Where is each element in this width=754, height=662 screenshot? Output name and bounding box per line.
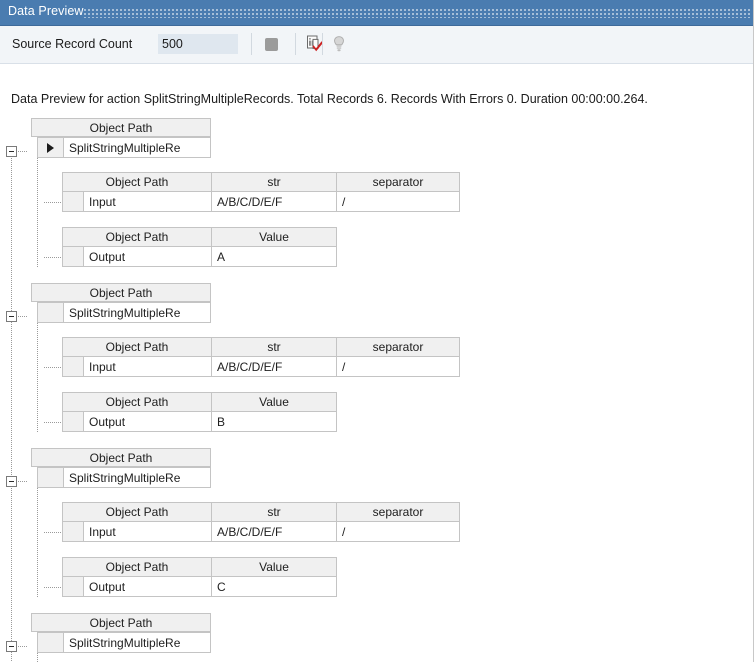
input-header-separator: separator	[336, 337, 460, 357]
stop-square-icon	[264, 37, 278, 51]
hint-button[interactable]	[326, 32, 352, 56]
validate-button[interactable]	[302, 32, 328, 56]
group-node-label[interactable]: SplitStringMultipleRe	[63, 302, 211, 323]
input-row-label: Input	[83, 191, 212, 212]
input-separator-value: /	[336, 356, 460, 377]
lightbulb-icon	[333, 36, 345, 52]
row-current-marker[interactable]	[37, 137, 64, 158]
tree-trunk-line	[11, 152, 12, 662]
input-str-value: A/B/C/D/E/F	[211, 521, 337, 542]
input-header-str: str	[211, 502, 337, 522]
tree-branch-line	[37, 488, 38, 598]
row-gutter[interactable]	[62, 246, 84, 267]
group-header-object-path: Object Path	[31, 283, 211, 302]
row-gutter[interactable]	[62, 576, 84, 597]
input-header-separator: separator	[336, 502, 460, 522]
tree-connector	[44, 422, 62, 423]
tree-connector	[18, 316, 28, 317]
output-header-value: Value	[211, 392, 337, 412]
expander-toggle[interactable]	[6, 476, 17, 487]
output-header-object-path: Object Path	[62, 392, 212, 412]
panel-title-bar[interactable]: Data Preview	[0, 0, 753, 26]
clipboard-check-icon	[307, 35, 323, 52]
group-node-label[interactable]: SplitStringMultipleRe	[63, 137, 211, 158]
group-node-label[interactable]: SplitStringMultipleRe	[63, 632, 211, 653]
drag-grip-dots-icon[interactable]	[84, 9, 750, 18]
toolbar: Source Record Count	[0, 26, 753, 64]
input-header-separator: separator	[336, 172, 460, 192]
source-record-count-label: Source Record Count	[12, 37, 133, 51]
tree-branch-line	[37, 158, 38, 268]
input-header-object-path: Object Path	[62, 337, 212, 357]
input-header-str: str	[211, 337, 337, 357]
current-row-triangle-icon	[47, 142, 54, 153]
row-gutter[interactable]	[37, 467, 64, 488]
tree-connector	[18, 481, 28, 482]
data-preview-tree[interactable]: Object Path SplitStringMultipleRe Object…	[0, 114, 753, 662]
tree-branch-line	[37, 323, 38, 433]
row-gutter[interactable]	[62, 191, 84, 212]
tree-connector	[18, 646, 28, 647]
input-row-label: Input	[83, 521, 212, 542]
input-separator-value: /	[336, 521, 460, 542]
tree-branch-line	[37, 653, 38, 662]
input-row-label: Input	[83, 356, 212, 377]
tree-connector	[18, 151, 28, 152]
toolbar-separator	[295, 33, 296, 55]
input-str-value: A/B/C/D/E/F	[211, 356, 337, 377]
output-row-label: Output	[83, 246, 212, 267]
tree-connector	[44, 202, 62, 203]
output-header-object-path: Object Path	[62, 557, 212, 577]
input-header-str: str	[211, 172, 337, 192]
group-header-object-path: Object Path	[31, 118, 211, 137]
tree-connector	[44, 587, 62, 588]
tree-connector	[44, 257, 62, 258]
group-node-label[interactable]: SplitStringMultipleRe	[63, 467, 211, 488]
output-header-value: Value	[211, 557, 337, 577]
output-row-label: Output	[83, 411, 212, 432]
expander-toggle[interactable]	[6, 641, 17, 652]
input-str-value: A/B/C/D/E/F	[211, 191, 337, 212]
source-record-count-input[interactable]	[158, 34, 238, 54]
output-value: A	[211, 246, 337, 267]
output-value: B	[211, 411, 337, 432]
row-gutter[interactable]	[62, 411, 84, 432]
status-text: Data Preview for action SplitStringMulti…	[11, 92, 648, 106]
row-gutter[interactable]	[37, 302, 64, 323]
output-header-value: Value	[211, 227, 337, 247]
expander-toggle[interactable]	[6, 146, 17, 157]
tree-connector	[44, 367, 62, 368]
input-header-object-path: Object Path	[62, 172, 212, 192]
output-value: C	[211, 576, 337, 597]
expander-toggle[interactable]	[6, 311, 17, 322]
panel-title: Data Preview	[8, 4, 84, 18]
row-gutter[interactable]	[62, 521, 84, 542]
input-separator-value: /	[336, 191, 460, 212]
toolbar-separator	[322, 33, 323, 55]
toolbar-separator	[251, 33, 252, 55]
group-header-object-path: Object Path	[31, 613, 211, 632]
output-header-object-path: Object Path	[62, 227, 212, 247]
stop-button[interactable]	[258, 32, 284, 56]
output-row-label: Output	[83, 576, 212, 597]
row-gutter[interactable]	[62, 356, 84, 377]
tree-connector	[44, 532, 62, 533]
input-header-object-path: Object Path	[62, 502, 212, 522]
group-header-object-path: Object Path	[31, 448, 211, 467]
row-gutter[interactable]	[37, 632, 64, 653]
